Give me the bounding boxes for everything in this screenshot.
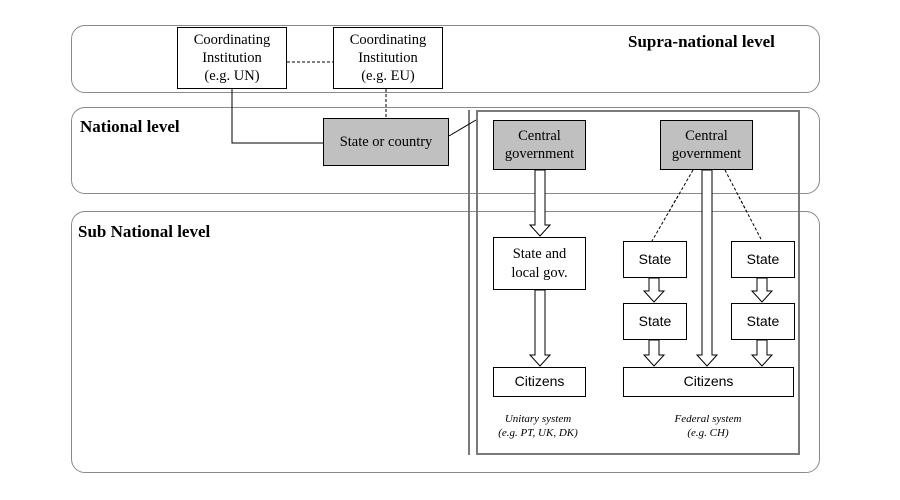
state-local-line-1: State and — [512, 246, 567, 263]
state-and-local-gov-box: State and local gov. — [493, 237, 586, 290]
coord-eu-line-2: Institution — [358, 49, 418, 66]
coord-eu-line-3: (e.g. EU) — [361, 68, 415, 85]
unitary-caption-line-2: (e.g. PT, UK, DK) — [498, 427, 578, 440]
system-panel-outer-line — [468, 110, 470, 455]
sub-national-band — [71, 211, 820, 473]
citizens-unitary-label: Citizens — [514, 373, 565, 390]
federal-state-1-label: State — [638, 250, 672, 267]
coord-un-line-1: Coordinating — [193, 31, 271, 48]
central-unitary-line-1: Central — [518, 127, 561, 144]
coordinating-institution-eu-box: Coordinating Institution (e.g. EU) — [333, 27, 443, 89]
central-government-unitary-box: Central government — [493, 120, 586, 170]
state-or-country-box: State or country — [323, 118, 449, 166]
coord-eu-line-1: Coordinating — [349, 31, 427, 48]
sub-national-title: Sub National level — [78, 222, 211, 241]
central-unitary-line-2: government — [504, 146, 575, 162]
state-or-country-label: State or country — [339, 133, 433, 150]
federal-state-box-4: State — [731, 303, 795, 340]
state-local-line-2: local gov. — [511, 264, 568, 281]
federal-state-3-label: State — [638, 312, 672, 329]
central-government-federal-box: Central government — [660, 120, 753, 170]
federal-system-caption: Federal system (e.g. CH) — [648, 412, 768, 441]
coord-un-line-3: (e.g. UN) — [204, 68, 260, 85]
citizens-federal-label: Citizens — [683, 373, 734, 390]
citizens-unitary-box: Citizens — [493, 367, 586, 397]
unitary-system-caption: Unitary system (e.g. PT, UK, DK) — [478, 412, 598, 441]
national-title: National level — [80, 117, 180, 136]
federal-state-box-1: State — [623, 241, 687, 278]
coordinating-institution-un-box: Coordinating Institution (e.g. UN) — [177, 27, 287, 89]
citizens-federal-box: Citizens — [623, 367, 794, 397]
federal-state-box-2: State — [731, 241, 795, 278]
central-federal-line-1: Central — [685, 127, 728, 144]
federal-state-box-3: State — [623, 303, 687, 340]
federal-caption-line-2: (e.g. CH) — [687, 427, 729, 440]
federal-caption-line-1: Federal system — [674, 413, 742, 425]
unitary-caption-line-1: Unitary system — [504, 413, 572, 425]
federal-state-4-label: State — [746, 312, 780, 329]
central-federal-line-2: government — [671, 146, 742, 162]
coord-un-line-2: Institution — [202, 49, 262, 66]
system-panel — [476, 110, 800, 455]
federal-state-2-label: State — [746, 250, 780, 267]
supra-national-title: Supra-national level — [628, 32, 775, 51]
